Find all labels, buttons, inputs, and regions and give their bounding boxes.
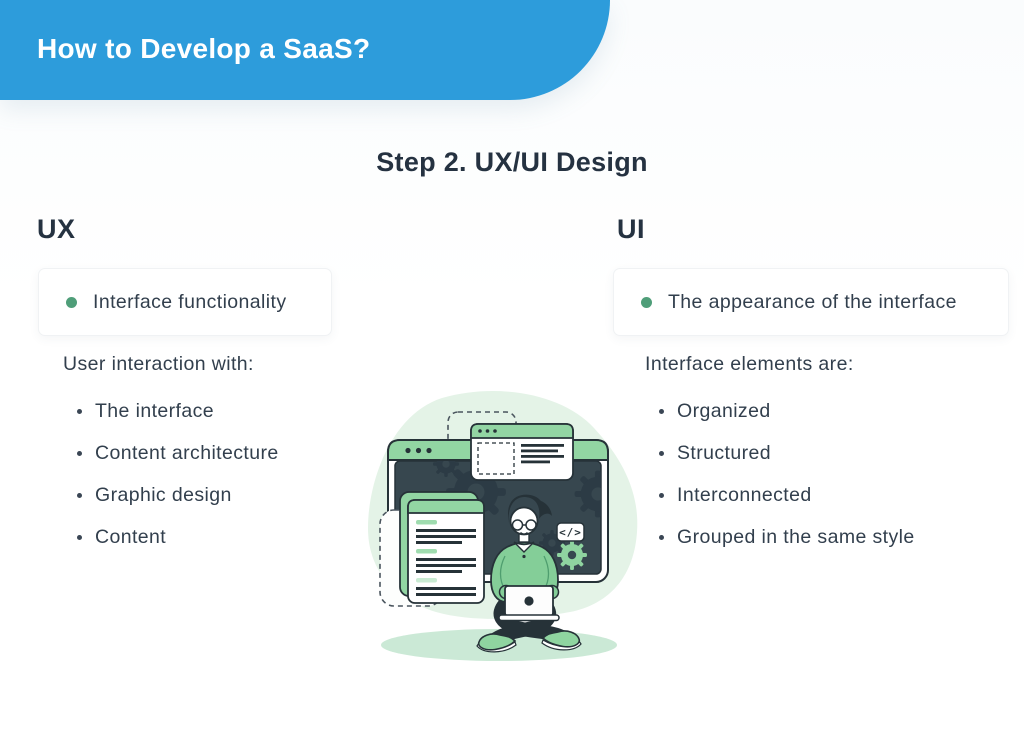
bullet-dot-icon [77,534,82,540]
list-item-label: Grouped in the same style [677,525,915,548]
person-hair [508,494,552,523]
list-item: The interface [63,390,279,432]
glasses-icon [511,519,537,531]
ux-card-label: Interface functionality [93,290,287,313]
developer-illustration: </> [358,380,642,672]
list-item: Content [63,516,279,558]
bullet-dot-icon [659,534,664,540]
laptop [498,585,560,622]
ui-list: Interface elements are: Organized Struct… [645,352,915,558]
person [476,494,582,653]
text-lines [416,520,476,596]
list-item: Structured [645,432,915,474]
bullet-dot-icon [659,450,664,456]
code-badge: </> [556,522,585,542]
laptop-logo-icon [524,596,534,606]
window-controls-icon [405,447,432,454]
list-item: Grouped in the same style [645,516,915,558]
collar-button [522,554,526,559]
window-controls-icon [478,429,497,433]
list-item: Interconnected [645,474,915,516]
svg-text:</>: </> [559,526,582,539]
ui-card-label: The appearance of the interface [668,290,957,313]
bullet-dot-icon [659,408,664,414]
list-item-label: Organized [677,399,771,422]
banner-title: How to Develop a SaaS? [37,33,371,64]
bullet-dot-icon [77,450,82,456]
ui-card: The appearance of the interface [613,268,1009,336]
list-item: Organized [645,390,915,432]
bullet-dot-icon [77,492,82,498]
slide-title: Step 2. UX/UI Design [376,147,648,177]
ux-card: Interface functionality [38,268,332,336]
list-item-label: Content architecture [95,441,279,464]
list-item-label: Structured [677,441,771,464]
list-item-label: Graphic design [95,483,232,506]
list-item: Graphic design [63,474,279,516]
list-item-label: The interface [95,399,215,422]
ui-heading: UI [617,214,645,244]
panel-stack [399,491,485,604]
green-bullet-icon [66,296,77,308]
dashed-placeholder [477,442,515,475]
text-lines [521,444,564,464]
ux-list: User interaction with: The interface Con… [63,352,279,558]
bullet-dot-icon [659,492,664,498]
list-item-label: Content [95,525,167,548]
ux-heading: UX [37,214,76,244]
ui-list-intro: Interface elements are: [645,353,854,375]
ux-list-intro: User interaction with: [63,353,254,375]
browser-window-small [470,423,574,481]
bullet-dot-icon [77,408,82,414]
developer-illustration-svg: </> [368,390,638,661]
person-collar [513,541,535,553]
shoe-icon [476,630,582,653]
list-item-label: Interconnected [677,483,812,506]
title-banner: How to Develop a SaaS? [0,0,610,100]
green-bullet-icon [641,296,652,308]
list-item: Content architecture [63,432,279,474]
person-smile [520,532,528,535]
